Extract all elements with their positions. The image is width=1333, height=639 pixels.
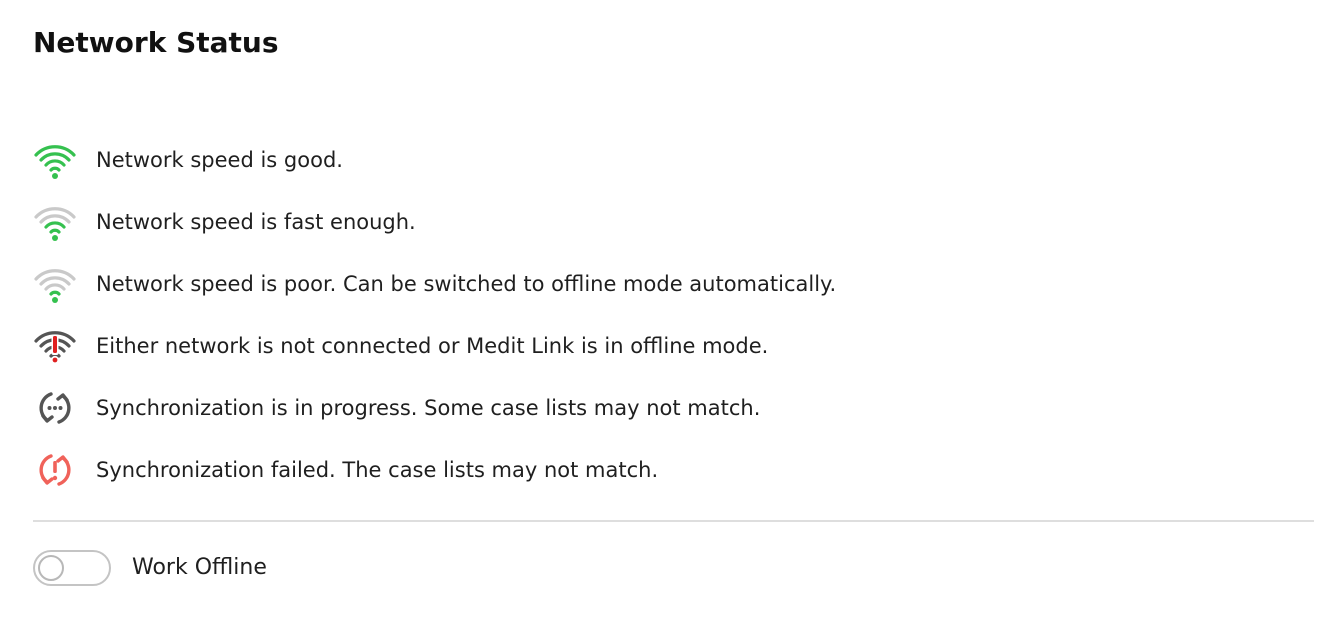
status-text: Network speed is good. [96, 148, 343, 172]
sync-in-progress-icon [33, 386, 77, 430]
status-text: Either network is not connected or Medit… [96, 334, 769, 358]
work-offline-label: Work Offline [132, 555, 267, 580]
wifi-fast-enough-icon [33, 200, 77, 244]
work-offline-toggle[interactable] [33, 550, 111, 586]
page-title: Network Status [33, 26, 279, 59]
status-text: Synchronization failed. The case lists m… [96, 458, 659, 482]
list-item: Synchronization failed. The case lists m… [33, 439, 1293, 501]
list-item: Network speed is poor. Can be switched t… [33, 253, 1293, 315]
status-text: Network speed is poor. Can be switched t… [96, 272, 837, 296]
list-item: Either network is not connected or Medit… [33, 315, 1293, 377]
list-item: Network speed is good. [33, 129, 1293, 191]
toggle-knob [38, 555, 64, 581]
list-item: Network speed is fast enough. [33, 191, 1293, 253]
status-text: Network speed is fast enough. [96, 210, 416, 234]
wifi-poor-icon [33, 262, 77, 306]
work-offline-row: Work Offline [33, 550, 267, 586]
wifi-good-icon [33, 138, 77, 182]
wifi-offline-alert-icon [33, 324, 77, 368]
sync-failed-icon [33, 448, 77, 492]
list-item: Synchronization is in progress. Some cas… [33, 377, 1293, 439]
status-legend-list: Network speed is good. Network speed is … [33, 129, 1293, 501]
status-text: Synchronization is in progress. Some cas… [96, 396, 761, 420]
divider [33, 520, 1314, 522]
